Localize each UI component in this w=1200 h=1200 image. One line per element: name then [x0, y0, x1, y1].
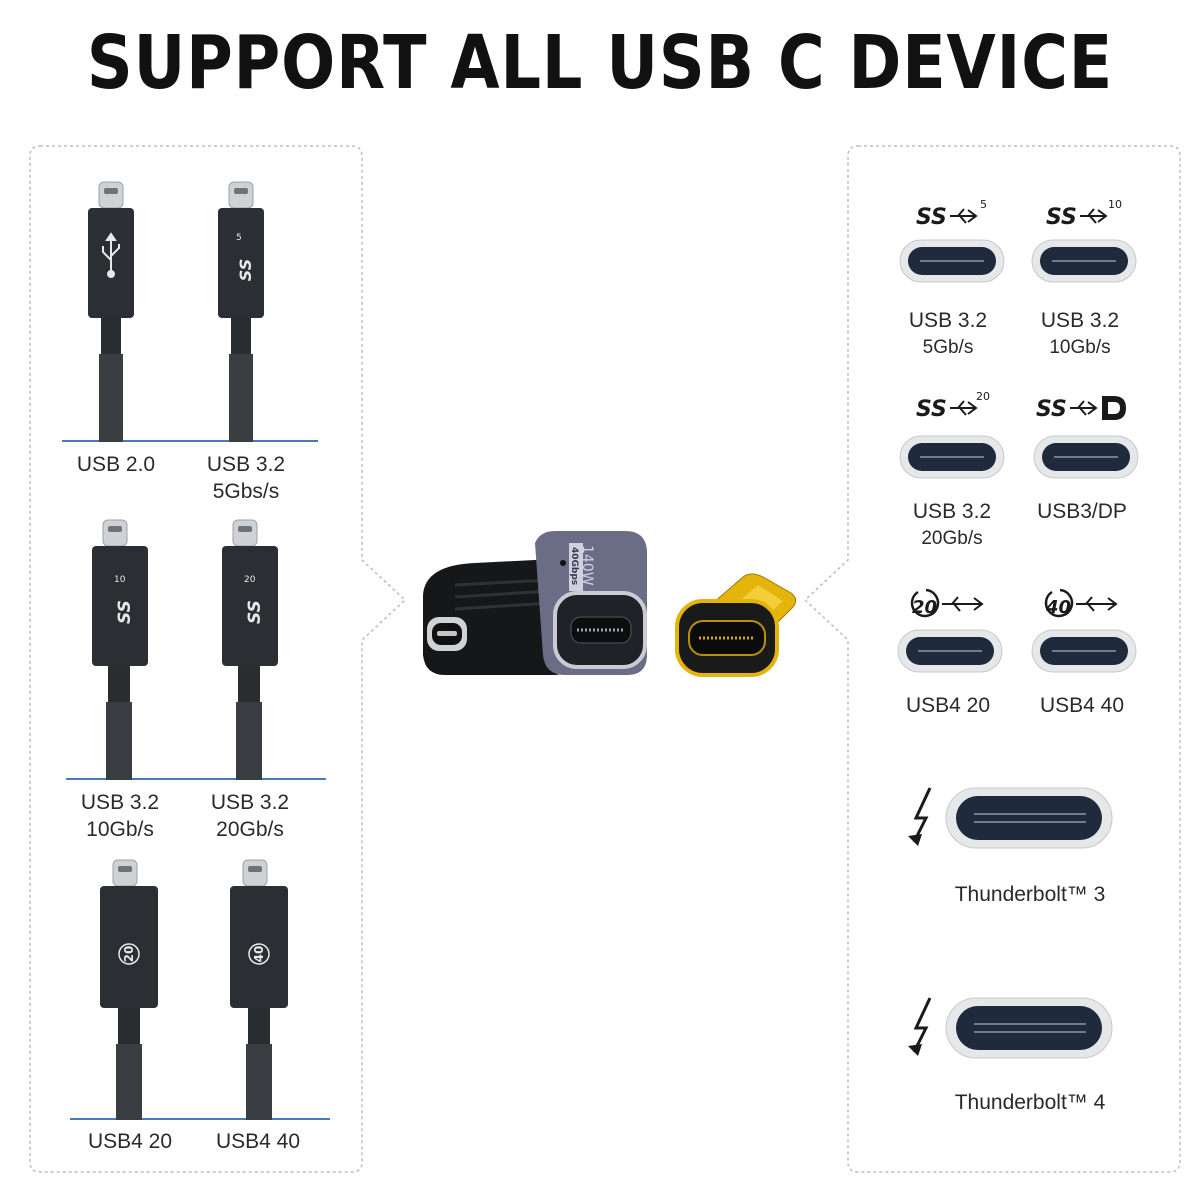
ss-10-logo-icon: SS 10: [1046, 198, 1122, 230]
port-label-usb3-dp: USB3/DP: [1037, 500, 1127, 523]
svg-text:40: 40: [1045, 597, 1071, 618]
usb4-40-icon: 40: [248, 943, 270, 965]
svg-text:20: 20: [912, 597, 937, 618]
cable-usb32-10: SS 10: [92, 519, 148, 780]
svg-text:SS: SS: [1036, 397, 1067, 422]
cable-usb32-5: SS 5: [218, 181, 264, 442]
port-label-usb4-20: USB4 20: [905, 694, 991, 717]
svg-text:20: 20: [976, 390, 990, 403]
port-label-usb4-40: USB4 40: [1039, 694, 1125, 717]
svg-text:20: 20: [122, 946, 136, 963]
port-usb3-dp: SS: [1033, 396, 1139, 479]
svg-text:SS: SS: [115, 600, 135, 624]
adapter-illustration: 140W 40Gbps: [423, 531, 797, 677]
left-panel-frame: [29, 145, 407, 1173]
svg-text:20: 20: [244, 575, 256, 585]
page-title: SUPPORT ALL USB C DEVICE: [86, 20, 1114, 106]
ss-5-logo-icon: SS 5: [916, 198, 987, 230]
cable-usb4-20: 20: [100, 859, 158, 1120]
svg-text:SS: SS: [245, 600, 265, 624]
port-usb32-10: SS 10: [1031, 198, 1137, 283]
port-label-thunderbolt3: Thunderbolt™ 3: [954, 883, 1106, 906]
port-usb4-40: 40: [1031, 588, 1137, 673]
adapter-markings: 140W 40Gbps: [569, 543, 595, 591]
ss-20-logo-icon: SS 20: [916, 390, 990, 422]
svg-text:SS: SS: [236, 259, 255, 281]
cable-usb32-20: SS 20: [222, 519, 278, 780]
ss-5-icon: SS 5: [236, 233, 255, 281]
port-thunderbolt3: [908, 787, 1113, 849]
usb4-20-logo-icon: 20: [910, 588, 984, 618]
right-panel-frame: [803, 145, 1181, 1173]
port-label-thunderbolt4: Thunderbolt™ 4: [954, 1091, 1106, 1114]
port-usb32-20: SS 20: [899, 390, 1005, 479]
svg-text:5: 5: [236, 233, 242, 243]
ss-20-icon: SS 20: [244, 575, 265, 624]
cable-usb4-40: 40: [230, 859, 288, 1120]
cable-label-usb2: USB 2.0: [76, 453, 156, 476]
svg-text:5: 5: [980, 198, 987, 211]
cable-label-usb4-40: USB4 40: [215, 1130, 301, 1153]
ss-displayport-icon: SS: [1036, 396, 1126, 422]
thunderbolt-icon: [908, 787, 932, 846]
port-usb32-5: SS 5: [899, 198, 1005, 283]
svg-text:SS: SS: [1046, 205, 1077, 230]
magnetic-tip: [675, 573, 797, 677]
svg-text:40: 40: [252, 946, 266, 963]
svg-text:10: 10: [1108, 198, 1122, 211]
thunderbolt-icon: [908, 997, 932, 1056]
usb4-40-logo-icon: 40: [1044, 588, 1118, 618]
ss-10-icon: SS 10: [114, 575, 135, 624]
svg-text:SS: SS: [916, 205, 947, 230]
port-thunderbolt4: [908, 997, 1113, 1059]
cable-label-usb4-20: USB4 20: [87, 1130, 173, 1153]
svg-text:SS: SS: [916, 397, 947, 422]
svg-text:40Gbps: 40Gbps: [569, 547, 579, 585]
svg-text:10: 10: [114, 575, 126, 585]
usb4-20-icon: 20: [118, 943, 140, 965]
cable-usb2: [88, 181, 134, 442]
port-usb4-20: 20: [897, 588, 1003, 673]
usb-icon: [102, 232, 120, 278]
